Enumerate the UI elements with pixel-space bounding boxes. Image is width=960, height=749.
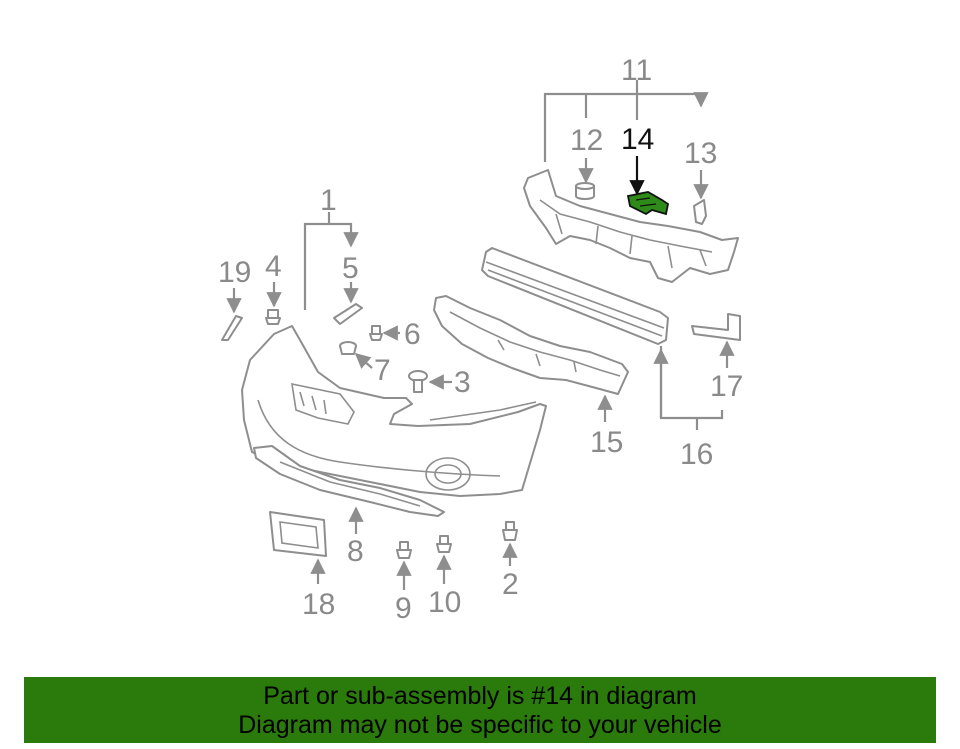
part-18-license-bracket — [269, 511, 327, 557]
part-1-bumper-fascia — [241, 325, 547, 497]
banner-line-part: Part or sub-assembly is #14 in diagram — [263, 682, 697, 710]
part-11-upper-absorber — [523, 169, 739, 283]
callout-3: 3 — [454, 366, 471, 399]
part-8-lower-grille — [253, 445, 445, 517]
part-12-bumper-pad — [575, 182, 595, 200]
callout-12: 12 — [570, 124, 603, 157]
part-6-screw — [369, 325, 383, 341]
part-4-pushpin — [265, 309, 281, 325]
parts-diagram: 11 12 14 13 1 19 4 5 6 7 3 15 16 17 8 18… — [218, 54, 743, 625]
callout-11: 11 — [621, 54, 652, 87]
part-16-impact-bar — [481, 247, 669, 345]
part-3-bolt — [408, 370, 428, 393]
callout-4: 4 — [265, 250, 282, 283]
callout-15: 15 — [590, 426, 623, 459]
part-19-clip — [221, 315, 243, 341]
callout-2: 2 — [502, 568, 519, 601]
callout-16: 16 — [680, 438, 713, 471]
banner-line-disclaimer: Diagram may not be specific to your vehi… — [238, 711, 722, 739]
callout-14: 14 — [621, 123, 654, 156]
part-5-strip — [333, 303, 363, 325]
callout-1: 1 — [320, 184, 337, 217]
callout-18: 18 — [302, 588, 335, 621]
part-7-nut — [339, 341, 357, 355]
part-15-energy-absorber — [433, 295, 629, 395]
callout-8: 8 — [347, 535, 364, 568]
part-10-bolt — [436, 535, 452, 553]
callout-10: 10 — [428, 586, 461, 619]
callout-6: 6 — [404, 318, 421, 351]
callout-19: 19 — [218, 256, 251, 289]
callout-17: 17 — [710, 370, 743, 403]
callout-5: 5 — [342, 252, 359, 285]
part-17-bracket — [691, 313, 741, 341]
callout-13: 13 — [684, 137, 717, 170]
part-14-bracket — [626, 191, 670, 216]
part-2-bolt — [502, 521, 518, 541]
leader-lines — [226, 80, 735, 590]
part-9-bolt — [396, 541, 412, 559]
callout-9: 9 — [395, 592, 412, 625]
callout-7: 7 — [374, 354, 391, 387]
info-banner: Part or sub-assembly is #14 in diagram D… — [24, 677, 936, 743]
part-13-clip — [693, 199, 707, 225]
